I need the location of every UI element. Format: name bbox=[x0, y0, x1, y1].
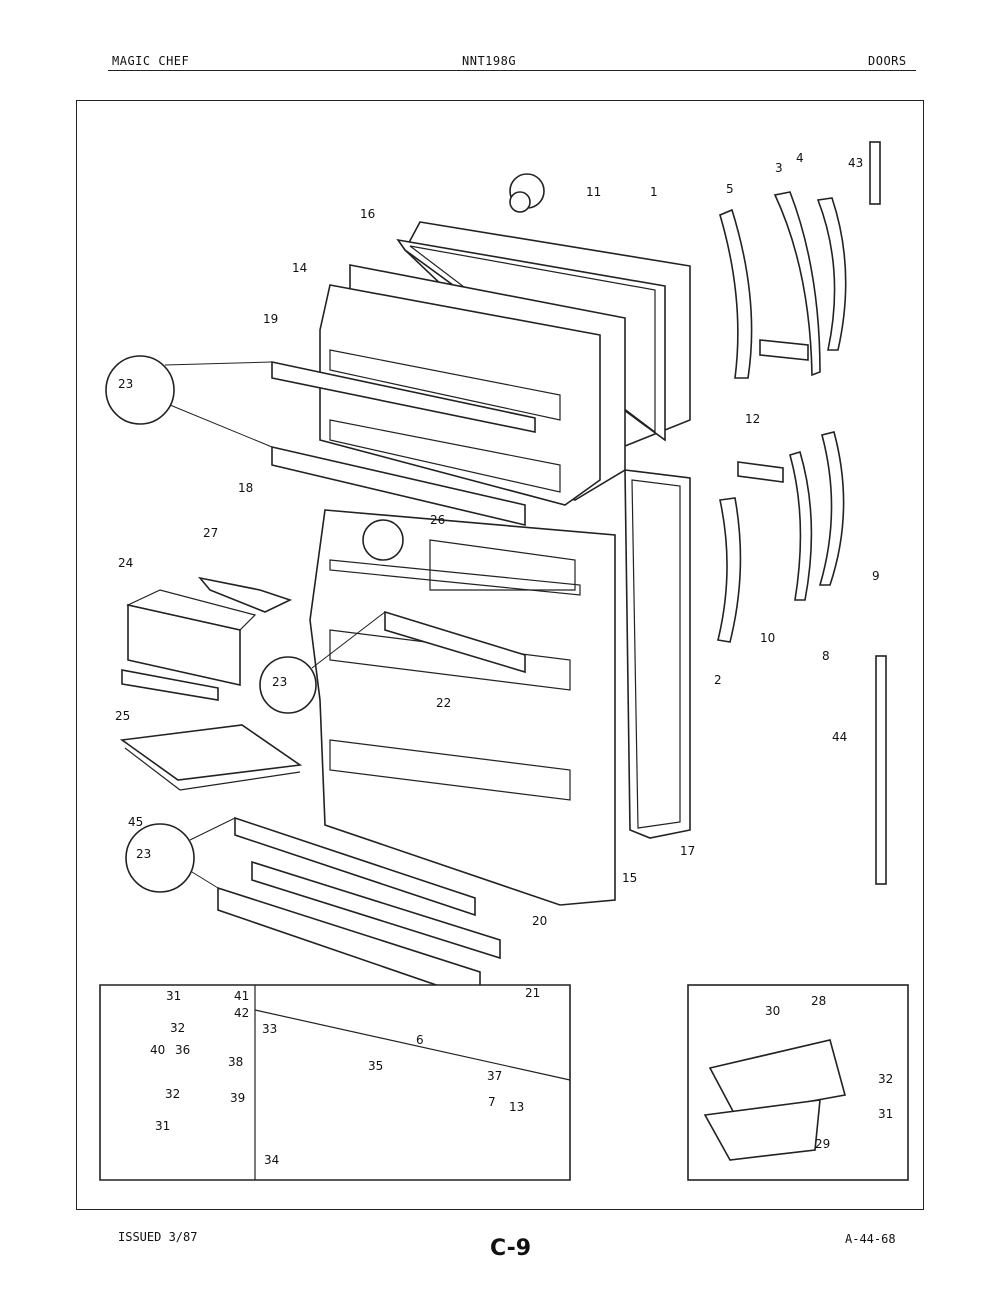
freezer-door-liner bbox=[319, 264, 626, 506]
plug-11 bbox=[509, 173, 545, 213]
diagram-frame bbox=[76, 100, 924, 1210]
callout-11: 11 bbox=[586, 185, 601, 199]
detail-circle-26 bbox=[362, 519, 404, 561]
fresh-food-door bbox=[624, 469, 691, 839]
hinge-plates-12 bbox=[737, 339, 809, 483]
callout-5: 5 bbox=[726, 182, 734, 196]
hardware-box-left bbox=[99, 984, 571, 1181]
callout-37: 37 bbox=[487, 1069, 502, 1083]
callout-31: 31 bbox=[878, 1107, 893, 1121]
detail-circle-23-upper bbox=[105, 355, 273, 448]
callout-35: 35 bbox=[368, 1059, 383, 1073]
callout-27: 27 bbox=[203, 526, 218, 540]
callout-43: 43 bbox=[848, 156, 863, 170]
callout-7: 7 bbox=[488, 1095, 496, 1109]
callout-2: 2 bbox=[714, 673, 722, 687]
callout-23: 23 bbox=[118, 377, 133, 391]
header-brand: MAGIC CHEF bbox=[112, 54, 190, 68]
callout-39: 39 bbox=[230, 1091, 245, 1105]
fresh-food-handle bbox=[717, 431, 845, 643]
callout-12: 12 bbox=[745, 412, 760, 426]
callout-29: 29 bbox=[815, 1137, 830, 1151]
callout-layer: 1234567891011121314151617181920212223232… bbox=[115, 151, 893, 1167]
callout-41: 41 bbox=[234, 989, 249, 1003]
callout-10: 10 bbox=[760, 631, 775, 645]
callout-26: 26 bbox=[430, 513, 445, 527]
callout-25: 25 bbox=[115, 709, 130, 723]
callout-20: 20 bbox=[532, 914, 547, 928]
callout-38: 38 bbox=[228, 1055, 243, 1069]
callout-16: 16 bbox=[360, 207, 375, 221]
callout-1: 1 bbox=[650, 185, 658, 199]
callout-22: 22 bbox=[436, 696, 451, 710]
callout-34: 34 bbox=[264, 1153, 279, 1167]
callout-44: 44 bbox=[832, 730, 847, 744]
footer-issued: ISSUED 3/87 bbox=[118, 1230, 198, 1244]
butter-compartment bbox=[121, 576, 293, 701]
door-shelf-bar-22 bbox=[384, 610, 526, 674]
callout-14: 14 bbox=[292, 261, 307, 275]
callout-18: 18 bbox=[238, 481, 253, 495]
callout-31: 31 bbox=[166, 989, 181, 1003]
callout-32: 32 bbox=[170, 1021, 185, 1035]
freezer-handle bbox=[719, 191, 847, 379]
hardware-box-right bbox=[687, 984, 909, 1181]
egg-tray bbox=[119, 724, 303, 791]
callout-32: 32 bbox=[165, 1087, 180, 1101]
callout-17: 17 bbox=[680, 844, 695, 858]
callout-8: 8 bbox=[822, 649, 830, 663]
header-section: DOORS bbox=[868, 54, 907, 68]
callout-31: 31 bbox=[155, 1119, 170, 1133]
header-model: NNT198G bbox=[462, 54, 517, 68]
fresh-food-liner bbox=[309, 509, 616, 906]
footer-doc-number: A-44-68 bbox=[845, 1232, 896, 1246]
freezer-shelf-bars bbox=[271, 361, 536, 527]
detail-circle-23-lower bbox=[125, 817, 236, 893]
callout-32: 32 bbox=[878, 1072, 893, 1086]
callout-13: 13 bbox=[509, 1100, 524, 1114]
callout-33: 33 bbox=[262, 1022, 277, 1036]
page-code: C-9 bbox=[490, 1236, 532, 1261]
callout-40: 40 bbox=[150, 1043, 165, 1057]
callout-30: 30 bbox=[765, 1004, 780, 1018]
callout-23: 23 bbox=[136, 847, 151, 861]
callout-45: 45 bbox=[128, 815, 143, 829]
detail-circle-23-middle bbox=[259, 611, 386, 714]
callout-24: 24 bbox=[118, 556, 133, 570]
callout-15: 15 bbox=[622, 871, 637, 885]
callout-19: 19 bbox=[263, 312, 278, 326]
callout-23: 23 bbox=[272, 675, 287, 689]
callout-9: 9 bbox=[872, 569, 880, 583]
gasket-strips bbox=[869, 141, 887, 885]
callout-3: 3 bbox=[775, 161, 783, 175]
callout-6: 6 bbox=[416, 1033, 424, 1047]
callout-36: 36 bbox=[175, 1043, 190, 1057]
header-rule bbox=[108, 70, 916, 71]
callout-4: 4 bbox=[796, 151, 804, 165]
callout-21: 21 bbox=[525, 986, 540, 1000]
callout-28: 28 bbox=[811, 994, 826, 1008]
callout-42: 42 bbox=[234, 1006, 249, 1020]
